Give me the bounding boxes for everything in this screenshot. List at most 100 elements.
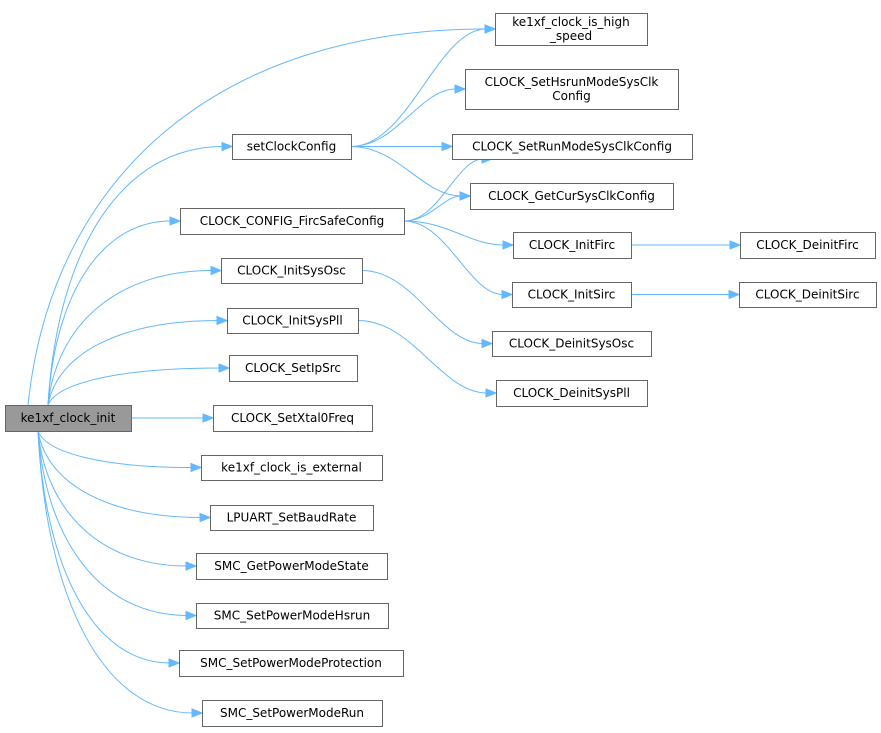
edge-root-to-setxtal [131,413,215,423]
node-box [740,232,876,259]
node-box [512,282,632,308]
node-label: CLOCK_SetXtal0Freq [231,411,354,425]
node-label: CLOCK_SetIpSrc [245,361,341,375]
node-box [227,308,359,334]
node-box [513,232,632,259]
node-label: SMC_SetPowerModeHsrun [214,609,370,623]
node-label: ke1xf_clock_is_high [512,15,629,29]
arrowhead-icon [728,289,741,300]
node-run-cfg[interactable]: CLOCK_SetRunModeSysClkConfig [452,134,693,160]
arrowhead-icon [218,363,231,373]
node-deinitsirc[interactable]: CLOCK_DeinitSirc [739,282,877,308]
node-box [739,282,877,308]
node-lpuart[interactable]: LPUART_SetBaudRate [210,505,374,531]
edge-setclock-to-run_cfg [350,141,454,152]
node-box [496,380,648,407]
node-deinitsysosc[interactable]: CLOCK_DeinitSysOsc [492,331,652,357]
node-box [232,134,352,160]
edge-fircsafe-to-initsirc [403,220,514,300]
node-label: CLOCK_InitSirc [528,288,616,302]
node-setclock[interactable]: setClockConfig [232,134,352,160]
arrowhead-icon [199,512,212,523]
edge-root-to-fircsafe [47,216,182,406]
node-box [452,134,693,160]
node-label: CLOCK_InitSysPll [242,314,342,328]
node-label: CLOCK_SetHsrunModeSysClk [485,75,659,89]
node-box [196,603,389,629]
edge-root-to-setclock [47,141,234,406]
node-box [495,13,648,46]
node-label: SMC_GetPowerModeState [214,559,368,573]
node-setipsrc[interactable]: CLOCK_SetIpSrc [229,355,358,382]
node-deinitfirc[interactable]: CLOCK_DeinitFirc [740,232,876,259]
edge-fircsafe-to-initfirc [403,220,515,250]
node-initsyspll[interactable]: CLOCK_InitSysPll [227,308,359,334]
arrowhead-icon [169,216,182,226]
node-label: CLOCK_CONFIG_FircSafeConfig [200,214,385,228]
arrowhead-icon [459,191,472,201]
arrowhead-icon [485,388,498,398]
arrowhead-icon [481,338,494,349]
node-initsirc[interactable]: CLOCK_InitSirc [512,282,632,308]
arrowhead-icon [190,462,203,473]
arrowhead-icon [191,708,204,718]
node-label: ke1xf_clock_init [21,411,116,425]
arrowhead-icon [185,561,198,571]
node-smc-run[interactable]: SMC_SetPowerModeRun [202,700,383,727]
node-getcur[interactable]: CLOCK_GetCurSysClkConfig [470,183,674,210]
edge-initfirc-to-deinitfirc [631,240,742,250]
edge-root-to-smc_run [37,430,204,718]
node-box [201,455,383,481]
edge-root-to-is_external [37,430,203,473]
edge-root-to-lpuart [37,430,212,523]
edge-root-to-smc_prot [37,430,181,668]
node-box [180,208,405,235]
node-box [213,405,373,432]
node-label: CLOCK_GetCurSysClkConfig [488,189,655,203]
node-deinitsyspll[interactable]: CLOCK_DeinitSysPll [496,380,648,407]
edge-fircsafe-to-getcur [403,191,472,222]
arrowhead-icon [168,658,181,668]
node-setxtal[interactable]: CLOCK_SetXtal0Freq [213,405,373,432]
node-box [210,505,374,531]
node-root[interactable]: ke1xf_clock_init [5,405,132,432]
node-box [196,553,388,580]
arrowhead-icon [729,240,742,250]
edge-root-to-initsysosc [47,265,223,406]
node-label: Config [552,89,591,103]
node-label: SMC_SetPowerModeRun [220,706,364,720]
node-label: SMC_SetPowerModeProtection [200,656,382,670]
node-label: CLOCK_DeinitSysOsc [509,337,634,351]
arrowhead-icon [502,240,515,250]
node-smc-hsrun[interactable]: SMC_SetPowerModeHsrun [196,603,389,629]
edge-root-to-smc_hsrun [37,430,198,621]
arrowhead-icon [216,315,229,326]
arrowhead-icon [501,289,514,300]
arrowhead-icon [210,265,223,276]
node-box [5,405,132,432]
edge-setclock-to-high_speed [350,24,497,147]
node-box [470,183,674,210]
node-box [492,331,652,357]
edge-root-to-initsyspll [47,315,229,406]
arrowhead-icon [221,141,234,152]
edge-setclock-to-hsrun_cfg [350,84,467,147]
node-is-external[interactable]: ke1xf_clock_is_external [201,455,383,481]
node-initsysosc[interactable]: CLOCK_InitSysOsc [221,258,363,284]
node-label: LPUART_SetBaudRate [227,511,357,525]
node-label: _speed [549,29,592,43]
node-fircsafe[interactable]: CLOCK_CONFIG_FircSafeConfig [180,208,405,235]
call-graph-edges [27,24,742,718]
node-high-speed[interactable]: ke1xf_clock_is_high_speed [495,13,648,46]
arrowhead-icon [441,141,454,152]
node-label: ke1xf_clock_is_external [221,461,362,475]
node-initfirc[interactable]: CLOCK_InitFirc [513,232,632,259]
edge-root-to-smc_get [37,430,198,571]
node-smc-get[interactable]: SMC_GetPowerModeState [196,553,388,580]
node-label: CLOCK_DeinitSysPll [513,386,630,400]
node-label: CLOCK_InitFirc [529,238,615,252]
edge-initsirc-to-deinitsirc [631,289,741,300]
node-smc-prot[interactable]: SMC_SetPowerModeProtection [179,650,404,677]
